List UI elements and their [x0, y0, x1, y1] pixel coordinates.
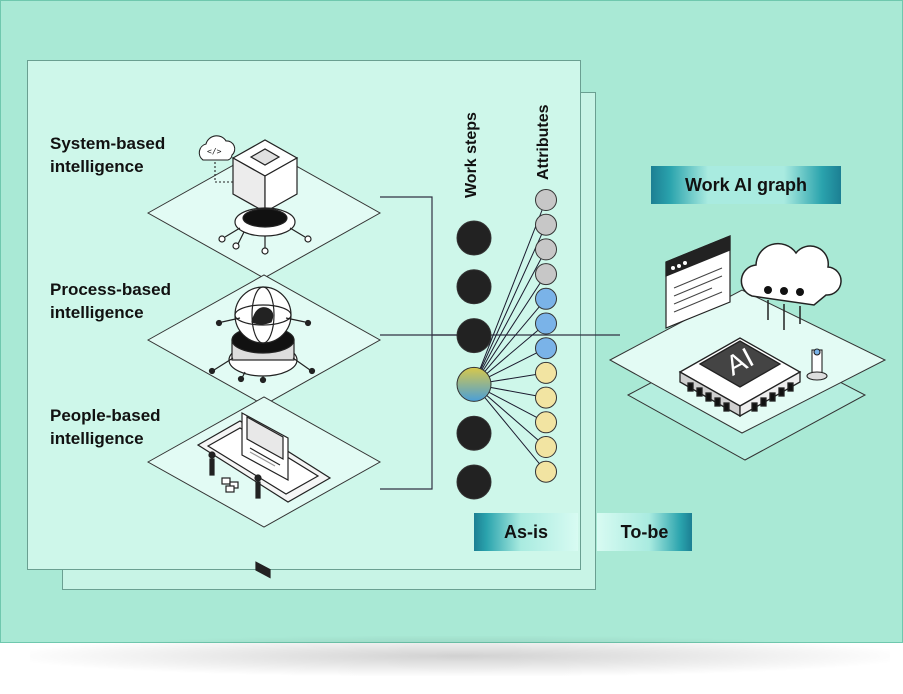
work-step-node [456, 318, 492, 354]
attribute-node-blue [535, 287, 557, 310]
work-steps-header: Work steps [463, 112, 480, 198]
step-attribute-link [473, 298, 547, 385]
ai-chip-icon [678, 337, 802, 418]
cloud-code-icon: </> [198, 135, 236, 183]
to-be-tag: To-be [597, 513, 692, 551]
system-layer-label: System-based intelligence [50, 134, 166, 176]
attribute-node-blue [535, 337, 557, 360]
attribute-node-yellow [535, 361, 557, 384]
document-window-icon [665, 235, 731, 329]
people-layer-label: People-based intelligence [50, 406, 161, 448]
work-step-node [456, 269, 492, 305]
attribute-node-gray [535, 238, 557, 261]
attribute-node-yellow [535, 436, 557, 458]
server-box-icon [218, 139, 312, 255]
attribute-node-yellow [535, 411, 557, 434]
step-attribute-link [473, 249, 547, 385]
work-ai-graph-tag: Work AI graph [651, 166, 841, 204]
attribute-node-yellow [535, 386, 557, 409]
attributes-header: Attributes [535, 104, 552, 180]
attribute-node-blue [535, 312, 557, 335]
svg-text:</>: </> [207, 147, 222, 156]
step-attribute-link [473, 384, 547, 473]
floor-shadow [30, 636, 890, 676]
attribute-node-gray [535, 213, 557, 236]
work-step-node [456, 220, 492, 256]
globe-icon [208, 286, 316, 384]
work-step-node [456, 464, 492, 500]
layer-connectors [380, 196, 620, 490]
process-layer-label: Process-based intelligence [50, 280, 171, 322]
attributes [535, 189, 557, 483]
work-steps [456, 220, 492, 500]
attribute-node-gray [535, 263, 557, 286]
step-attribute-link [473, 199, 547, 385]
work-step-node-highlighted [456, 366, 492, 402]
as-is-tag: As-is [474, 513, 578, 551]
step-attribute-link [473, 273, 547, 385]
cloud-icon [740, 242, 842, 330]
attribute-node-yellow [535, 460, 557, 483]
step-attribute-link [473, 224, 547, 385]
attribute-node-gray [535, 189, 557, 211]
people-screen-icon [196, 411, 332, 579]
work-step-node [456, 415, 492, 451]
sensor-icon [806, 348, 828, 381]
